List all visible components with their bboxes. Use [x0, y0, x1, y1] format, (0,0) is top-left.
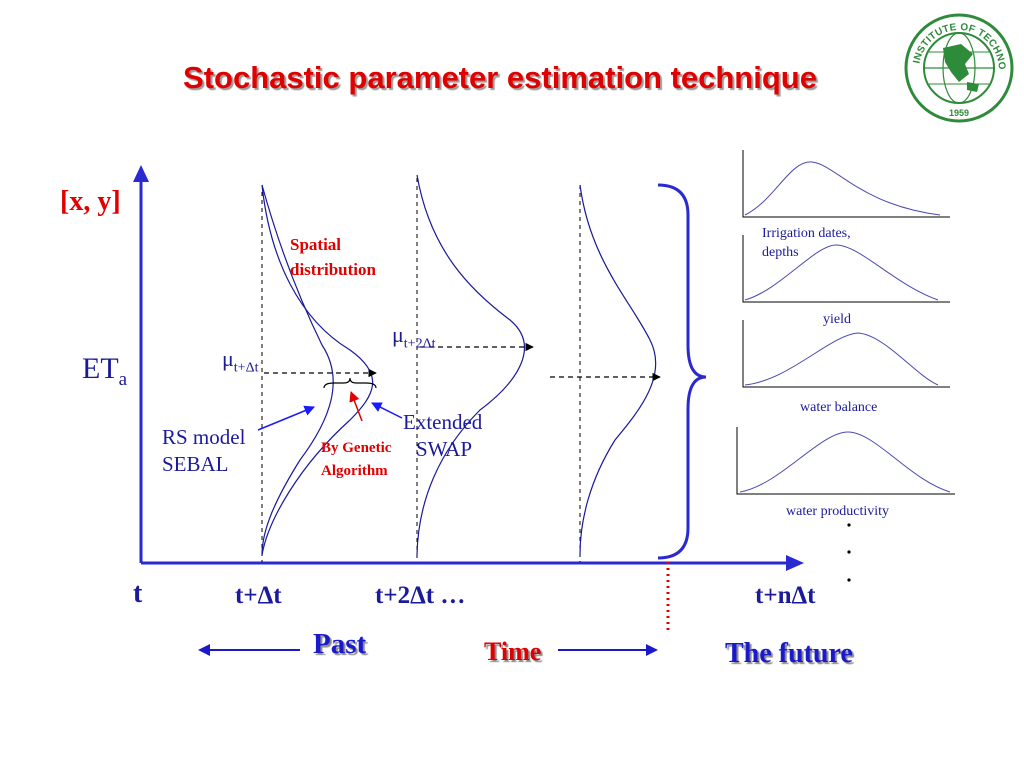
ait-logo: ASIAN INSTITUTE OF TECHNOLOGY 1959 — [903, 12, 1014, 123]
panel-label-water-productivity: water productivity — [786, 504, 890, 519]
continuation-dot — [847, 578, 851, 582]
panel-label-irrigation-2: depths — [762, 245, 799, 260]
continuation-dot — [847, 523, 851, 527]
distribution-curve-rs — [261, 184, 334, 556]
logo-year: 1959 — [949, 108, 969, 118]
x-axis-arrowhead — [786, 555, 804, 571]
panel-label-water-balance: water balance — [800, 400, 878, 415]
panel-water-balance — [742, 320, 950, 388]
x-tick-tn: t+nΔt — [755, 582, 816, 609]
slide-title: Stochastic parameter estimation techniqu… — [183, 60, 817, 95]
y-axis-arrowhead — [133, 165, 149, 182]
swap-pointer — [371, 402, 403, 419]
logo-landmass — [943, 44, 973, 82]
time-label: Time — [484, 637, 542, 666]
outputs-brace — [657, 183, 707, 560]
continuation-dot — [847, 550, 851, 554]
rs-model-pointer — [257, 405, 315, 431]
genetic-algorithm-pointer — [349, 391, 363, 422]
y-axis-label-et: ETa — [82, 352, 128, 390]
panel-irrigation — [742, 150, 950, 218]
x-tick-t: t — [133, 578, 143, 609]
distribution-curve-swap — [261, 184, 374, 556]
distribution-curve-t2 — [416, 174, 526, 556]
x-tick-t2: t+2Δt … — [375, 582, 466, 609]
y-axis-label-xy: [x, y] — [60, 186, 121, 217]
past-label: Past — [313, 628, 367, 660]
panel-yield — [742, 235, 950, 303]
future-label: The future — [725, 638, 853, 669]
distribution-curve-t3 — [579, 184, 657, 556]
panel-label-irrigation-1: Irrigation dates, — [762, 226, 851, 241]
panel-water-productivity — [736, 427, 955, 495]
panel-label-yield: yield — [823, 312, 851, 327]
difference-brace — [323, 377, 377, 389]
mean-label-t1: μt+Δt — [222, 346, 259, 376]
x-tick-t1: t+Δt — [235, 582, 282, 609]
mean-label-t2: μt+2Δt — [392, 322, 436, 352]
